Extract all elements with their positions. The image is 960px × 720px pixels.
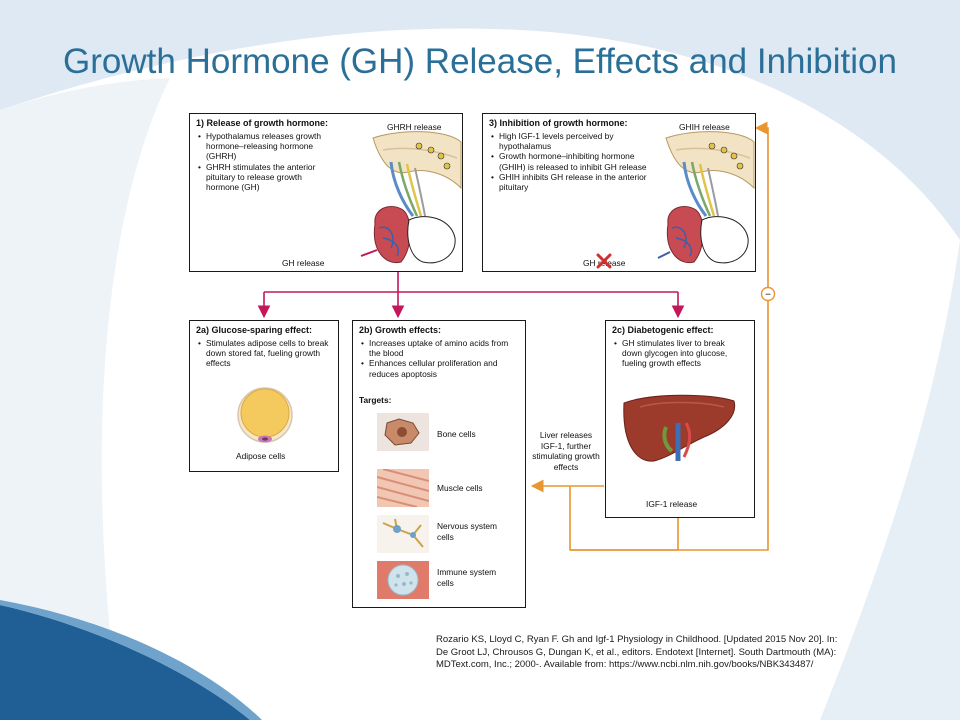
igf1-feedback-arrows [530,121,769,551]
panel-2a-bullets: Stimulates adipose cells to break down s… [198,338,330,369]
panel-2a-title: 2a) Glucose-sparing effect: [196,325,313,335]
target-muscle-cells: Muscle cells [437,483,483,493]
background-swoosh-left [0,78,170,720]
inhibition-marker: − [760,286,776,302]
panel-inhibition-gh: 3) Inhibition of growth hormone: High IG… [482,113,756,272]
target-bone-cells: Bone cells [437,429,476,439]
liver-feedback-label: Liver releases IGF-1, further stimulatin… [532,430,600,472]
panel-2b-bullet: Enhances cellular proliferation and redu… [361,358,521,378]
ghrh-release-label: GHRH release [387,122,442,132]
panel-3-bullets: High IGF-1 levels perceived by hypothala… [491,131,651,192]
target-nervous-system-cells: Nervous system cells [437,521,498,542]
background-swoosh-top [0,0,960,240]
ghih-release-label: GHIH release [679,122,730,132]
slide-title: Growth Hormone (GH) Release, Effects and… [63,42,897,81]
hypothalamus-pituitary-inhibited-illustration [657,131,755,264]
panel-2c-title: 2c) Diabetogenic effect: [612,325,714,335]
blue-wave-highlight [0,600,262,720]
diagram-arrows: − [257,121,776,551]
panel-2c-bullet: GH stimulates liver to break down glycog… [614,338,746,369]
targets-label: Targets: [359,395,392,405]
growth-hormone-diagram: − 1) Release of growth hormone: Hypothal… [188,104,778,612]
panel-1-title: 1) Release of growth hormone: [196,118,329,128]
panel-2c-bullets: GH stimulates liver to break down glycog… [614,338,746,369]
background-swoosh-right [820,240,960,720]
panel-3-bullet: High IGF-1 levels perceived by hypothala… [491,131,651,151]
panel-1-bullet: Hypothalamus releases growth hormone–rel… [198,131,328,162]
panel-2a-bullet: Stimulates adipose cells to break down s… [198,338,330,369]
panel-glucose-sparing: 2a) Glucose-sparing effect: Stimulates a… [189,320,339,472]
panel-3-title: 3) Inhibition of growth hormone: [489,118,628,128]
citation-line: De Groot LJ, Chrousos G, Dungan K, et al… [436,646,837,658]
igf1-release-label: IGF-1 release [646,499,698,509]
immune-cell-icon [377,561,429,599]
adipose-cells-label: Adipose cells [236,451,286,461]
citation: Rozario KS, Lloyd C, Ryan F. Gh and Igf-… [436,634,906,672]
inhibition-symbol: − [765,290,771,301]
citation-line: Rozario KS, Lloyd C, Ryan F. Gh and Igf-… [436,634,838,645]
panel-diabetogenic: 2c) Diabetogenic effect: GH stimulates l… [605,320,755,518]
adipose-cell-icon [237,387,293,443]
panel-1-bullets: Hypothalamus releases growth hormone–rel… [198,131,328,192]
panel-2b-title: 2b) Growth effects: [359,325,442,335]
nerve-cell-icon [377,515,429,553]
panel-release-gh: 1) Release of growth hormone: Hypothalam… [189,113,463,272]
gh-release-label: GH release [282,258,325,268]
bone-cell-icon [377,413,429,451]
hypothalamus-pituitary-illustration [360,131,462,264]
liver-icon [623,394,736,462]
panel-1-bullet: GHRH stimulates the anterior pituitary t… [198,162,328,193]
muscle-cell-icon [377,469,429,507]
panel-2b-bullet: Increases uptake of amino acids from the… [361,338,521,358]
panel-3-bullet: Growth hormone–inhibiting hormone (GHIH)… [491,151,651,171]
panel-3-bullet: GHIH inhibits GH release in the anterior… [491,172,651,192]
target-immune-system-cells: Immune system cells [437,567,497,588]
blocked-x-icon [596,253,612,269]
citation-line: MDText.com, Inc.; 2000-. Available from:… [436,659,814,670]
panel-growth-effects: 2b) Growth effects: Increases uptake of … [352,320,526,608]
panel-2b-bullets: Increases uptake of amino acids from the… [361,338,521,379]
blue-wave-bottom [0,605,250,720]
